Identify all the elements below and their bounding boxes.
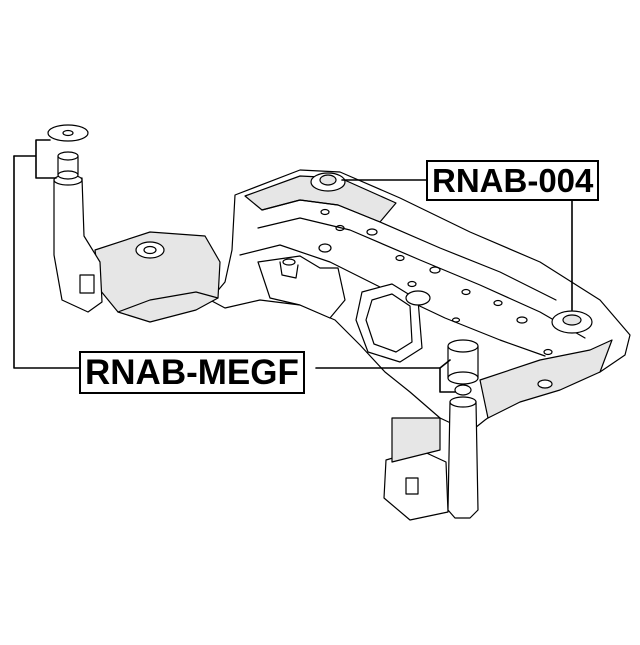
leader-megf-tip	[439, 359, 451, 369]
mount-hole	[429, 266, 441, 274]
left-mount-hole-inner	[143, 245, 157, 255]
mount-hole	[543, 348, 553, 356]
left-mount-hole	[135, 241, 165, 259]
megf-bushing-top	[447, 339, 479, 353]
bracket-stud	[279, 261, 299, 279]
right-sleeve	[447, 401, 479, 519]
mount-hole	[461, 288, 471, 296]
bushing-004-right-core	[562, 314, 582, 326]
bushing-004-core	[319, 174, 337, 186]
left-bushing-top	[57, 151, 79, 161]
leader-megf-left	[13, 155, 80, 369]
washer	[47, 124, 89, 142]
right-sleeve-stud	[454, 384, 472, 396]
rear-arm-hole	[537, 379, 553, 389]
leader-megf-right	[315, 367, 456, 393]
left-bushing-bottom	[57, 170, 79, 180]
part-label-rnab-megf: RNAB-MEGF	[79, 351, 305, 394]
mount-hole	[318, 243, 332, 253]
lower-tab	[405, 477, 419, 495]
mount-hole	[395, 254, 405, 262]
bracket-stud-top	[282, 258, 296, 266]
lower-arm-plate	[391, 417, 441, 463]
cradle-hole	[405, 290, 431, 306]
right-sleeve-top	[449, 396, 477, 408]
left-arm	[94, 231, 221, 323]
leader-megf-bracket	[13, 139, 57, 179]
washer-hole	[62, 129, 74, 137]
megf-bushing-bottom	[447, 371, 479, 385]
left-arm-edge	[117, 291, 219, 313]
rail-inner-line	[257, 217, 586, 339]
mount-hole	[407, 280, 417, 288]
rail-edge-line	[261, 199, 557, 301]
mount-hole	[451, 317, 461, 323]
mount-cradle-inner	[365, 293, 413, 353]
rear-arm	[479, 339, 613, 419]
left-tab	[79, 274, 95, 294]
part-label-rnab-004: RNAB-004	[426, 160, 600, 201]
center-bracket	[257, 255, 346, 319]
mount-hole	[516, 316, 528, 324]
mount-hole	[493, 299, 503, 307]
mount-hole	[335, 224, 345, 232]
left-sleeve	[53, 177, 103, 313]
mount-hole	[320, 208, 330, 216]
mount-hole	[366, 228, 378, 236]
